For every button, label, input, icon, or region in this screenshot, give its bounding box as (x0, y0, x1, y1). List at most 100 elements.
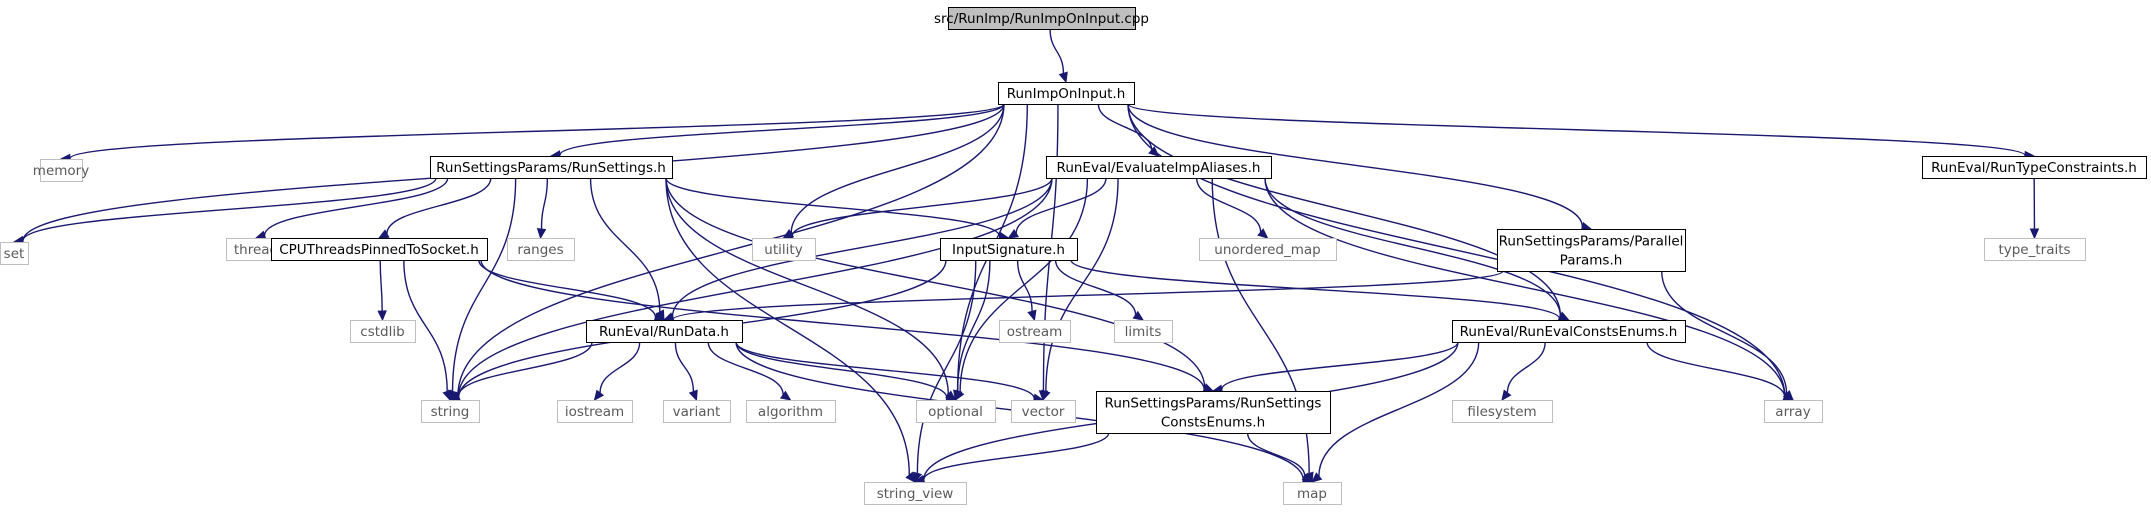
node-box-memory (40, 159, 83, 182)
node-unordered_map: unordered_map (1199, 238, 1337, 261)
edge-evaluateimpaliases-to-vector (1045, 177, 1119, 392)
node-box-array (1764, 400, 1823, 423)
edge-runevalconstsenums-to-filesystem (1506, 341, 1546, 393)
edge-rundata-to-variant (674, 341, 695, 392)
node-label-optional: optional (928, 404, 983, 420)
node-runevalconstsenums[interactable]: RunEval/RunEvalConstsEnums.h (1452, 320, 1686, 343)
node-runtypeconstraints[interactable]: RunEval/RunTypeConstraints.h (1922, 156, 2147, 179)
node-label-parallelparams: RunSettingsParams/Parallel (1499, 234, 1684, 250)
node-rundata[interactable]: RunEval/RunData.h (586, 320, 743, 343)
node-box-cstdlib (350, 320, 416, 343)
node-runsettings[interactable]: RunSettingsParams/RunSettings.h (430, 156, 673, 179)
node-label-runtypeconstraints: RunEval/RunTypeConstraints.h (1931, 160, 2137, 176)
edge-cputhreads-to-rundata (478, 259, 657, 318)
arrowhead-cputhreads-to-string (442, 389, 452, 402)
node-cputhreads[interactable]: CPUThreadsPinnedToSocket.h (271, 238, 488, 261)
edge-runsettings-to-string (451, 177, 517, 392)
node-iostream: iostream (557, 400, 633, 423)
node-box-runtypeconstraints (1922, 156, 2147, 179)
node-label-utility: utility (764, 242, 802, 258)
edge-runsettingsconstsenums-to-map (1246, 432, 1306, 477)
edge-cputhreads-to-string (403, 259, 448, 392)
arrowhead-inputsignature-to-string_view (912, 471, 923, 484)
edge-runsettings-to-thread (263, 177, 449, 236)
edge-runevalconstsenums-to-map (1318, 341, 1480, 477)
edge-runimponinput-to-runevalconstsenums (1127, 103, 1562, 317)
arrowhead-runsettings-to-string_view (905, 471, 916, 483)
edge-runevalconstsenums-to-array (1646, 341, 1786, 397)
edge-runsettings-to-ranges (540, 177, 549, 230)
node-label-runsettingsconstsenums: RunSettingsParams/RunSettings (1105, 396, 1322, 412)
edge-evaluateimpaliases-to-string (457, 177, 1053, 397)
node-box-optional (916, 400, 996, 423)
edge-inputsignature-to-limits (1054, 259, 1137, 315)
node-label-thread: thread (234, 242, 278, 258)
arrowhead-rundata-to-iostream (593, 389, 605, 401)
node-limits: limits (1114, 320, 1173, 343)
node-root[interactable]: src/RunImp/RunImpOnInput.cpp (934, 7, 1149, 30)
edge-rundata-to-algorithm (707, 341, 784, 395)
node-label-cstdlib: cstdlib (360, 324, 404, 340)
edge-inputsignature-to-optional (956, 259, 991, 392)
arrowhead-runsettings-to-ranges (536, 228, 547, 240)
node-evaluateimpaliases[interactable]: RunEval/EvaluateImpAliases.h (1046, 156, 1272, 179)
edge-parallelparams-to-array (1661, 270, 1788, 394)
node-label-evaluateimpaliases: RunEval/EvaluateImpAliases.h (1057, 160, 1261, 176)
edge-runimponinput-to-memory (69, 103, 1005, 160)
edge-inputsignature-to-runevalconstsenums (1070, 259, 1561, 320)
node-box-runevalconstsenums (1452, 320, 1686, 343)
arrowhead-runtypeconstraints-to-type_traits (2029, 228, 2040, 240)
arrowhead-runimponinput-to-evaluateimpaliases (1148, 146, 1160, 157)
arrowhead-runsettings-to-thread (254, 230, 267, 240)
node-box-utility (752, 238, 816, 261)
edge-evaluateimpaliases-to-array (1264, 177, 1786, 397)
node-box-inputsignature (940, 238, 1078, 261)
node-layer: src/RunImp/RunImpOnInput.cppRunImpOnInpu… (0, 7, 2147, 505)
edge-runevalconstsenums-to-runsettingsconstsenums (1221, 341, 1459, 390)
node-box-limits (1114, 320, 1173, 343)
node-box-string (421, 400, 480, 423)
node-box-evaluateimpaliases (1046, 156, 1272, 179)
node-label-set: set (4, 246, 25, 262)
arrowhead-evaluateimpaliases-to-unordered_map (1257, 228, 1269, 239)
edge-runsettings-to-optional (665, 177, 950, 395)
node-label-map: map (1297, 486, 1327, 502)
edge-parallelparams-to-rundata (672, 270, 1504, 321)
node-box-runimponinput (998, 82, 1135, 105)
arrowhead-inputsignature-to-ostream (1027, 309, 1037, 322)
node-array: array (1764, 400, 1823, 423)
edge-runsettingsconstsenums-to-string_view (923, 432, 1110, 481)
node-box-ostream (999, 320, 1071, 343)
edge-cputhreads-to-runsettingsconstsenums (480, 259, 1205, 390)
node-variant: variant (663, 400, 731, 423)
edge-inputsignature-to-ostream (1016, 259, 1033, 312)
node-label-array: array (1775, 404, 1810, 420)
node-label-iostream: iostream (565, 404, 624, 420)
node-string_view: string_view (864, 482, 967, 505)
node-box-variant (663, 400, 731, 423)
node-box-algorithm (746, 400, 836, 423)
edge-rundata-to-string (457, 341, 593, 397)
edge-root-to-runimponinput (1049, 28, 1065, 74)
edge-runsettings-to-cputhreads (386, 177, 492, 234)
node-runimponinput[interactable]: RunImpOnInput.h (998, 82, 1135, 105)
node-label-rundata: RunEval/RunData.h (599, 324, 729, 340)
node-cstdlib: cstdlib (350, 320, 416, 343)
edge-evaluateimpaliases-to-inputsignature (1015, 177, 1107, 234)
edge-runsettings-to-set (22, 177, 437, 241)
node-label-runimponinput: RunImpOnInput.h (1007, 86, 1126, 102)
node-box-set (0, 242, 29, 265)
node-inputsignature[interactable]: InputSignature.h (940, 238, 1078, 261)
arrowhead-cputhreads-to-cstdlib (377, 310, 387, 322)
node-type_traits: type_traits (1984, 238, 2086, 261)
edge-runsettings-to-runsettingsconstsenums (665, 177, 1206, 388)
arrowhead-rundata-to-algorithm (779, 390, 792, 401)
node-box-string_view (864, 482, 967, 505)
node-label-runsettingsconstsenums: ConstsEnums.h (1161, 415, 1265, 431)
node-runsettingsconstsenums[interactable]: RunSettingsParams/RunSettingsConstsEnums… (1096, 391, 1331, 434)
node-label-filesystem: filesystem (1467, 404, 1536, 420)
node-box-cputhreads (271, 238, 488, 261)
arrowhead-inputsignature-to-limits (1132, 310, 1145, 321)
